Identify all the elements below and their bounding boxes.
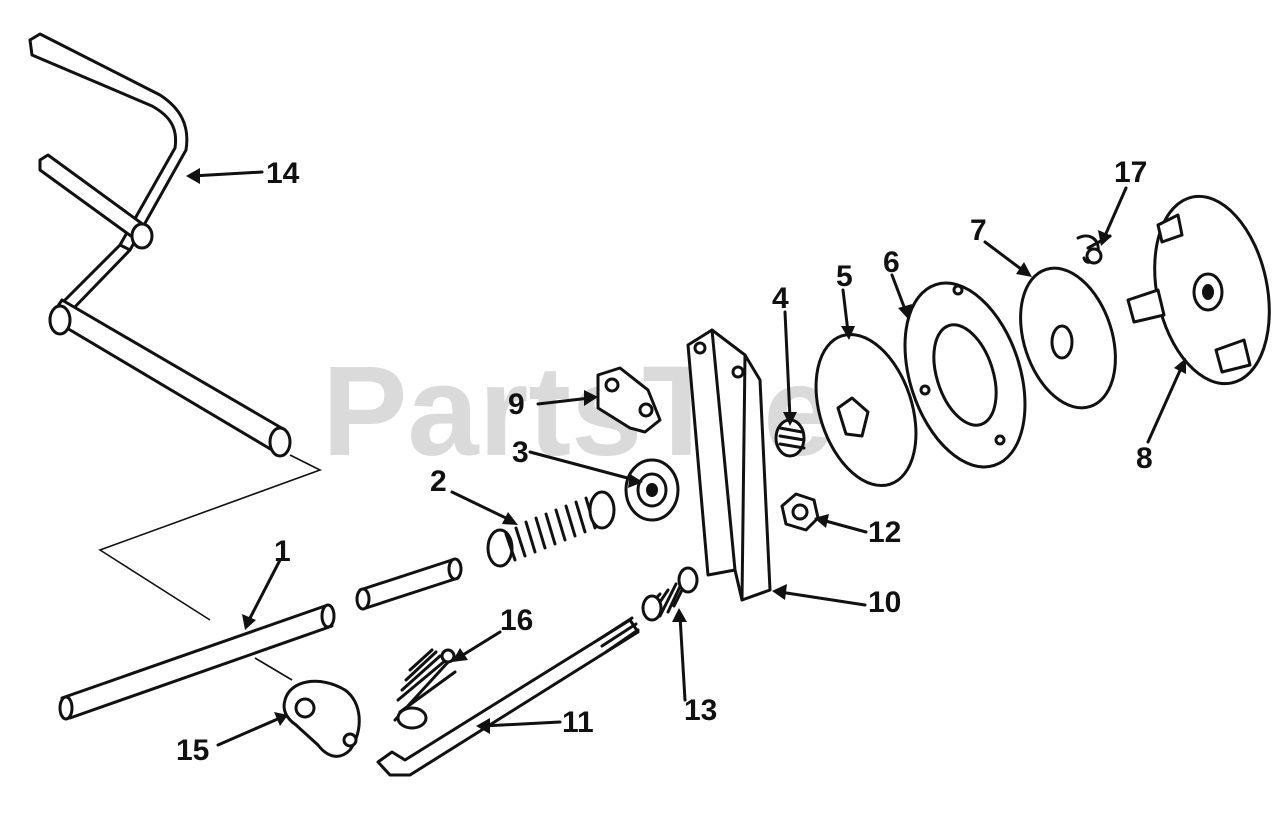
part-3-bearing <box>624 458 680 522</box>
callout-14: 14 <box>266 157 300 190</box>
part-1-shaft <box>58 603 336 721</box>
callout-5: 5 <box>836 260 853 293</box>
callout-11: 11 <box>562 706 594 739</box>
callout-16: 16 <box>500 604 533 637</box>
callout-13: 13 <box>684 694 717 727</box>
part-13-spring <box>641 566 699 622</box>
part-17-clip <box>1076 234 1112 265</box>
callout-1: 1 <box>274 535 291 568</box>
part-4-spring <box>774 418 806 458</box>
part-12-nut <box>780 492 820 532</box>
callout-2: 2 <box>430 465 447 498</box>
pin-sleeve <box>355 557 463 611</box>
callout-12: 12 <box>868 516 901 549</box>
part-10-plate-bracket <box>686 328 772 602</box>
part-14-handle-lever <box>28 32 323 621</box>
part-9-clamp <box>596 366 662 434</box>
callout-6: 6 <box>883 246 900 279</box>
callout-3: 3 <box>512 436 529 469</box>
callout-9: 9 <box>508 388 525 421</box>
part-5-disc <box>814 332 918 488</box>
part-15-bracket <box>282 679 361 758</box>
part-11-rod <box>376 616 640 777</box>
callout-4: 4 <box>772 282 789 315</box>
part-16-spring <box>393 648 457 730</box>
callout-10: 10 <box>868 586 901 619</box>
part-6-ring-plate <box>903 281 1027 469</box>
callout-7: 7 <box>970 214 987 247</box>
callout-15: 15 <box>176 734 209 767</box>
part-7-washer-disc <box>1019 266 1117 410</box>
leader-lines <box>186 168 1186 747</box>
callout-17: 17 <box>1114 156 1147 189</box>
part-2-spring <box>486 490 616 568</box>
callout-8: 8 <box>1136 442 1153 475</box>
part-8-hub-plate <box>1126 194 1271 386</box>
